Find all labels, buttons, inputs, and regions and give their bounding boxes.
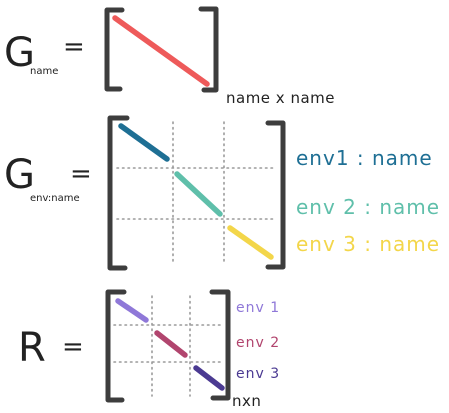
g-env-name-right-bracket <box>265 120 286 270</box>
g-name-row: G name = name x name <box>4 6 335 107</box>
r-row: R = env 1 env 2 env 3 nxn <box>18 289 280 410</box>
g-name-diagonal <box>112 15 210 87</box>
r-symbol: R <box>18 325 46 371</box>
g-name-dimension: name x name <box>226 89 335 107</box>
g-name-left-bracket <box>104 7 125 92</box>
g-env-name-label-env3: env 3 : name <box>296 232 440 256</box>
g-env-name-left-bracket <box>107 115 130 271</box>
g-name-symbol: G <box>4 30 35 76</box>
r-label-env3: env 3 <box>236 366 280 382</box>
g-env-name-block-env1 <box>118 123 170 162</box>
r-dimension: nxn <box>232 392 261 410</box>
r-label-env1: env 1 <box>236 300 280 316</box>
g-env-name-block-env3 <box>227 225 274 260</box>
r-right-bracket <box>209 289 231 401</box>
g-env-name-label-env2: env 2 : name <box>296 195 440 219</box>
g-name-subscript: name <box>30 66 58 77</box>
r-block-env3 <box>193 365 225 391</box>
r-equals: = <box>62 332 84 362</box>
g-name-right-bracket <box>198 6 219 93</box>
g-env-name-symbol: G <box>4 152 35 198</box>
g-env-name-block-env2 <box>174 171 223 217</box>
r-left-bracket <box>105 289 127 403</box>
r-label-env2: env 2 <box>236 335 280 351</box>
g-env-name-equals: = <box>70 159 92 189</box>
g-env-name-row: G env:name = env1 : name env 2 : name en… <box>4 115 440 271</box>
g-env-name-label-env1: env1 : name <box>296 146 433 170</box>
r-block-env1 <box>115 298 149 323</box>
g-name-equals: = <box>63 32 85 62</box>
g-env-name-subscript: env:name <box>30 193 80 204</box>
r-block-env2 <box>154 330 188 358</box>
